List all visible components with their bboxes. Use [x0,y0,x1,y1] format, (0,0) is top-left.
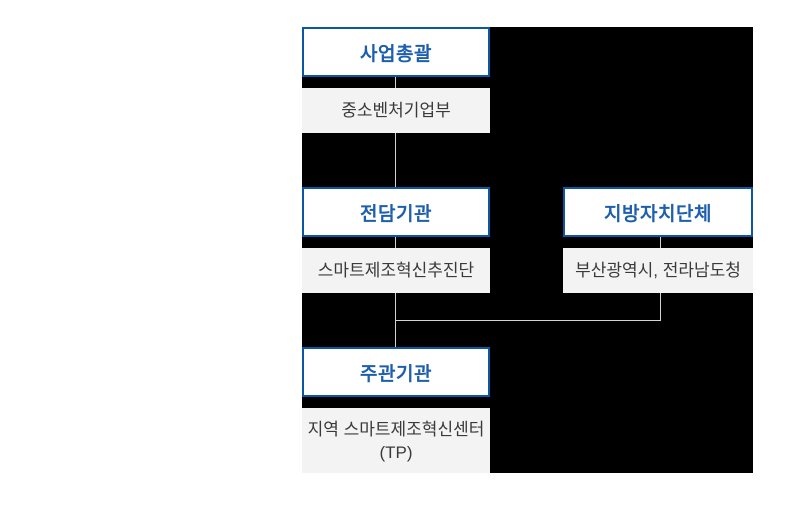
connector-oversight-to-ministry [395,77,396,88]
smart-manufacturing-team-label: 스마트제조혁신추진단 [317,261,475,280]
node-business-oversight-title: 사업총괄 [302,27,490,77]
node-smart-manufacturing-team: 스마트제조혁신추진단 [302,248,490,293]
connector-ministry-to-dedicated [395,133,396,187]
node-local-government-orgs: 부산광역시, 전라남도청 [563,248,753,293]
connector-horizontal-join [395,320,661,321]
node-dedicated-agency-title: 전담기관 [302,187,490,237]
local-government-orgs-label: 부산광역시, 전라남도청 [575,261,741,280]
dedicated-agency-label: 전담기관 [360,203,432,225]
node-regional-tp-center: 지역 스마트제조혁신센터 (TP) [302,408,490,473]
host-organization-label: 주관기관 [360,363,432,385]
connector-dedicated-to-team [395,237,396,248]
connector-localorgs-down [660,293,661,320]
ministry-label: 중소벤처기업부 [341,101,451,120]
node-local-government-title: 지방자치단체 [563,187,753,237]
local-government-label: 지방자치단체 [604,203,712,225]
connector-localgov-to-orgs [660,237,661,248]
tp-center-line2: (TP) [379,442,413,462]
node-host-organization-title: 주관기관 [302,347,490,397]
tp-center-line1: 지역 스마트제조혁신센터 [307,419,485,439]
business-oversight-label: 사업총괄 [360,43,432,65]
node-ministry-of-smes: 중소벤처기업부 [302,88,490,133]
